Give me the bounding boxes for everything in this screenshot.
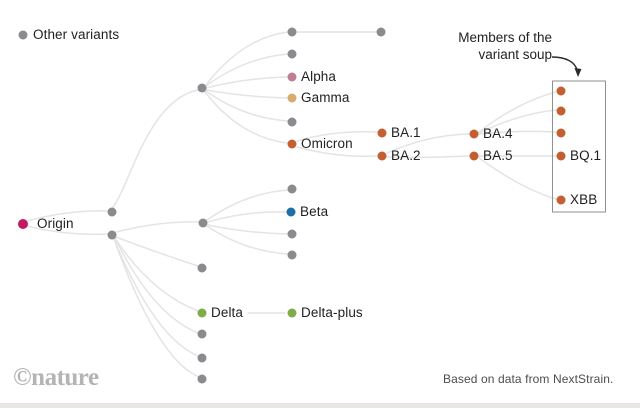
label-ba5: BA.5 bbox=[483, 148, 513, 163]
legend-other-variants-label: Other variants bbox=[33, 27, 120, 42]
soup-member-dot bbox=[556, 128, 566, 138]
tree-node-dot bbox=[107, 230, 117, 240]
variant-soup-annotation: Members of the variant soup bbox=[410, 29, 552, 63]
label-beta: Beta bbox=[300, 204, 329, 219]
node-ba4-dot bbox=[469, 129, 479, 139]
label-ba4: BA.4 bbox=[483, 126, 513, 141]
tree-node-dot bbox=[287, 117, 297, 127]
label-delta-plus: Delta-plus bbox=[301, 305, 363, 320]
tree-node-dot bbox=[197, 374, 207, 384]
tree-node-dot bbox=[198, 218, 208, 228]
annotation-line-2: variant soup bbox=[478, 47, 552, 62]
bottom-edge-strip bbox=[0, 403, 640, 408]
node-bq1-dot bbox=[556, 151, 566, 161]
tree-node-dot bbox=[197, 353, 207, 363]
node-delta-dot bbox=[197, 308, 207, 318]
label-bq1: BQ.1 bbox=[570, 148, 602, 163]
variant-soup-dots bbox=[556, 86, 566, 205]
label-omicron: Omicron bbox=[301, 136, 353, 151]
tree-node-dot bbox=[287, 49, 297, 59]
label-gamma: Gamma bbox=[301, 90, 350, 105]
node-omicron-dot bbox=[287, 139, 297, 149]
tree-node-dot bbox=[197, 263, 207, 273]
soup-member-dot bbox=[556, 86, 566, 96]
tree-node-dot bbox=[107, 207, 117, 217]
tree-node-dot bbox=[287, 250, 297, 260]
tree-node-dot bbox=[197, 83, 207, 93]
node-ba2-dot bbox=[377, 151, 387, 161]
label-ba1: BA.1 bbox=[391, 125, 421, 140]
label-alpha: Alpha bbox=[301, 69, 337, 84]
node-xbb-dot bbox=[556, 195, 566, 205]
nature-logo: ©nature bbox=[13, 364, 99, 391]
label-xbb: XBB bbox=[570, 192, 598, 207]
node-ba1-dot bbox=[377, 128, 387, 138]
label-ba2: BA.2 bbox=[391, 148, 421, 163]
node-delta-plus-dot bbox=[287, 308, 297, 318]
soup-member-dot bbox=[556, 106, 566, 116]
node-origin-dot bbox=[18, 219, 28, 229]
node-alpha-dot bbox=[287, 72, 297, 82]
data-credit: Based on data from NextStrain. bbox=[443, 372, 614, 386]
tree-node-dot bbox=[376, 27, 386, 37]
other-variants-legend-dot bbox=[18, 30, 28, 40]
tree-node-dot bbox=[287, 27, 297, 37]
variant-soup-box bbox=[552, 80, 606, 213]
tree-edges bbox=[26, 31, 557, 378]
tree-node-dot bbox=[287, 184, 297, 194]
annotation-line-1: Members of the bbox=[458, 30, 552, 45]
tree-node-dot bbox=[287, 229, 297, 239]
label-origin: Origin bbox=[37, 216, 74, 231]
node-gamma-dot bbox=[287, 93, 297, 103]
node-beta-dot bbox=[286, 207, 296, 217]
tree-node-dot bbox=[197, 329, 207, 339]
node-ba5-dot bbox=[469, 151, 479, 161]
annotation-arrow-icon bbox=[551, 56, 582, 77]
other-variant-dots bbox=[18, 27, 386, 384]
label-delta: Delta bbox=[211, 305, 244, 320]
